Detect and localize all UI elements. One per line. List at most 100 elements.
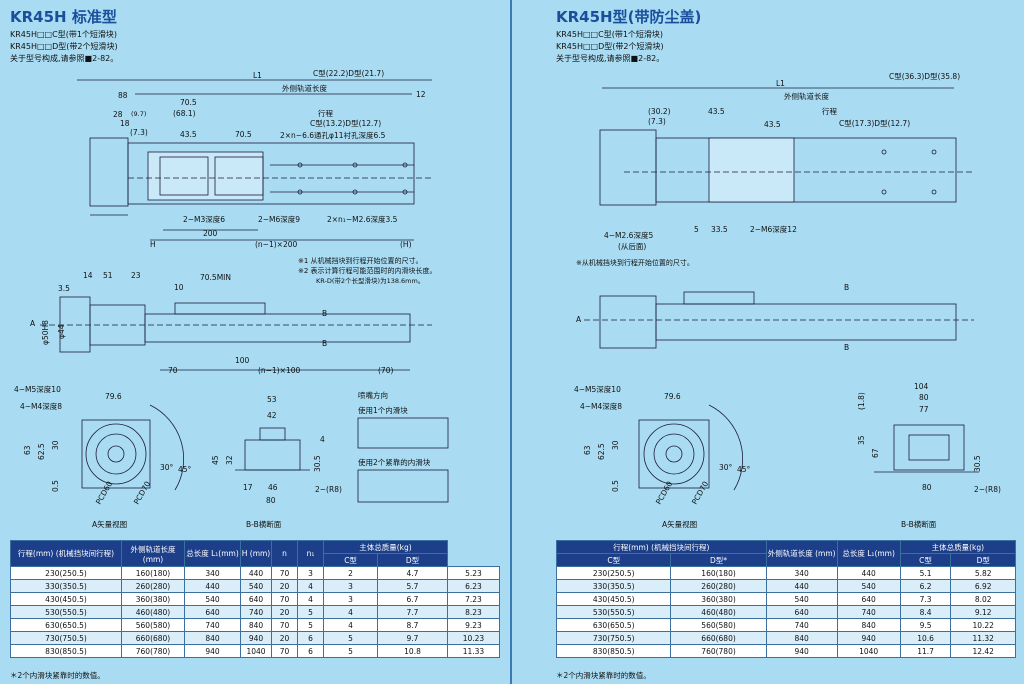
dim-30-5: 30.5 <box>973 455 982 472</box>
th-mass-d: D型 <box>377 553 448 567</box>
dim-m3: 2−M3深度6 <box>183 214 225 224</box>
table-cell: 8.4 <box>899 605 952 619</box>
table-cell: 360(380) <box>670 592 767 606</box>
label-b1: B <box>844 283 849 292</box>
table-cell: 840 <box>240 618 272 632</box>
table-cell: 6.23 <box>446 579 501 593</box>
dim-7-3: (7.3) <box>130 128 148 137</box>
spec-table-left: 行程(mm) (机械挡块间行程) 外侧轨道长度 (mm) 总长度 L₁(mm) … <box>10 540 501 658</box>
dim-m4: 4−M4深度8 <box>20 401 62 411</box>
table-cell: 440 <box>184 579 241 593</box>
table-cell: 460(480) <box>670 605 767 619</box>
table-cell: 4 <box>322 618 379 632</box>
table-cell: 2 <box>322 566 379 580</box>
label-b1: B <box>322 309 327 318</box>
dim-79-6: 79.6 <box>664 392 681 401</box>
dim-m6: 2−M6深度9 <box>258 214 300 224</box>
th-stroke-c: C型 <box>555 553 672 567</box>
table-cell: 7.23 <box>446 592 501 606</box>
table-cell: 20 <box>271 605 298 619</box>
dim-70-5: 70.5 <box>180 98 197 107</box>
dim-42: 42 <box>267 411 277 420</box>
table-cell: 540 <box>240 579 272 593</box>
table-cell: 70 <box>271 592 298 606</box>
table-cell: 7.3 <box>899 592 952 606</box>
dim-5: 5 <box>694 225 699 234</box>
table-cell: 330(350.5) <box>555 579 672 593</box>
table-cell: 6.92 <box>950 579 1016 593</box>
note-2: ※2 表示计算行程可能范围时的内滑块长度。 <box>298 266 437 275</box>
dim-33-5: 33.5 <box>711 225 728 234</box>
dim-4: 4 <box>320 435 325 444</box>
table-cell: 5.82 <box>950 566 1016 580</box>
table-cell: 3 <box>322 579 379 593</box>
table-cell: 660(680) <box>670 631 767 645</box>
label-b2: B <box>844 343 849 352</box>
table-footnote: ＊2个内滑块紧靠时的数值。 <box>10 671 105 680</box>
dim-51: 51 <box>103 271 113 280</box>
table-cell: 11.32 <box>950 631 1016 645</box>
dim-m26: 2×n₁−M2.6深度3.5 <box>327 214 398 224</box>
dim-80b: 80 <box>922 483 932 492</box>
spec-table-right: 行程(mm) (机械挡块间行程) 外侧轨道长度 (mm) 总长度 L₁(mm) … <box>555 540 1017 658</box>
dim-14: 14 <box>83 271 93 280</box>
bb-section-caption: B-B横断面 <box>246 519 282 529</box>
dim-43-5: 43.5 <box>708 107 725 116</box>
dim-pcd70: PCD70 <box>690 480 710 506</box>
page-title: KR45H 标准型 <box>10 8 117 26</box>
label-a: A <box>576 315 582 324</box>
table-cell: 6.2 <box>899 579 952 593</box>
table-cell: 660(680) <box>121 631 185 645</box>
th-total: 总长度 L₁(mm) <box>184 540 241 567</box>
table-cell: 5 <box>297 605 324 619</box>
table-cell: 430(450.5) <box>555 592 672 606</box>
table-cell: 3 <box>297 566 324 580</box>
dim-l1: L1 <box>253 71 262 80</box>
dim-l1: L1 <box>776 79 785 88</box>
top-view-drawing <box>599 87 974 206</box>
bb-section-caption: B-B横断面 <box>901 519 937 529</box>
th-mass: 主体总质量(kg) <box>323 540 448 554</box>
dim-200: 200 <box>203 229 218 238</box>
top-view-drawing <box>77 79 432 241</box>
table-cell: 260(280) <box>670 579 767 593</box>
grease-diagrams <box>357 417 449 503</box>
page-title: KR45H型(带防尘盖) <box>556 8 702 26</box>
bb-section-drawing <box>874 424 979 473</box>
table-cell: 940 <box>240 631 272 645</box>
table-cell: 530(550.5) <box>555 605 672 619</box>
table-cell: 540 <box>184 592 241 606</box>
table-cell: 340 <box>184 566 241 580</box>
dim-43-5: 43.5 <box>180 130 197 139</box>
page-divider <box>510 0 512 684</box>
dim-100: 100 <box>235 356 250 365</box>
note-3: KR-D(带2个长型滑块)为138.6mm。 <box>316 276 424 285</box>
side-view-drawing <box>584 291 974 349</box>
dim-pcd70: PCD70 <box>132 480 152 506</box>
note: ※从机械挡块到行程开始位置的尺寸。 <box>576 258 694 267</box>
table-cell: 3 <box>322 592 379 606</box>
dim-h: H <box>150 240 156 249</box>
th-stroke: 行程(mm) (机械挡块间行程) <box>556 540 767 554</box>
dim-70: 70 <box>168 366 178 375</box>
dim-n100: (n−1)×100 <box>258 366 300 375</box>
table-cell: 8.7 <box>377 618 448 632</box>
table-cell: 9.12 <box>950 605 1016 619</box>
dim-r8: 2−(R8) <box>974 485 1001 494</box>
dim-70r: (70) <box>378 366 393 375</box>
dim-80: 80 <box>266 496 276 505</box>
table-cell: 230(250.5) <box>10 566 122 580</box>
table-cell: 640 <box>836 592 901 606</box>
table-cell: 330(350.5) <box>10 579 122 593</box>
table-cell: 160(180) <box>121 566 185 580</box>
dim-deg45: 45° <box>178 465 192 474</box>
table-cell: 940 <box>765 644 838 658</box>
